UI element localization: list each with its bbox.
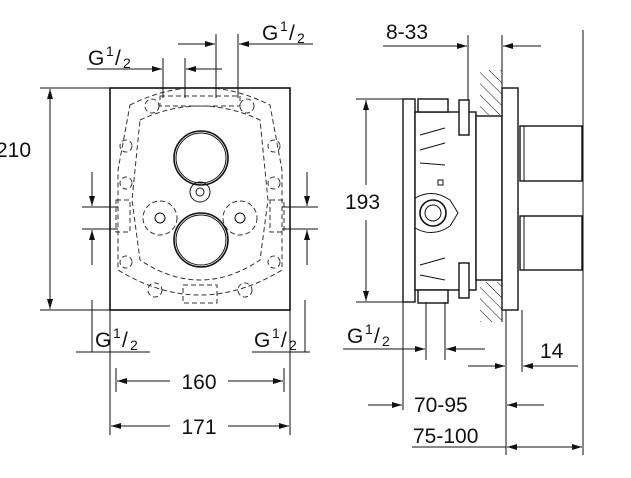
lower-nut [458, 262, 470, 299]
svg-text:/: / [289, 22, 295, 45]
svg-text:/: / [281, 329, 287, 352]
svg-text:/: / [122, 329, 128, 352]
inner-frame-outline [131, 105, 269, 281]
label-thread-bottom-left: G 1 / 2 [95, 325, 138, 353]
extension-sleeve [475, 115, 503, 281]
wall-hatch-bottom [480, 282, 502, 322]
lower-valve-circle [173, 212, 229, 268]
svg-text:2: 2 [297, 30, 305, 46]
svg-text:/: / [115, 47, 121, 70]
upper-valve-circle [173, 130, 229, 186]
outlet-port [419, 199, 447, 227]
dim-width-outer: 171 [181, 416, 216, 439]
svg-text:2: 2 [123, 55, 131, 71]
svg-text:G: G [347, 325, 363, 348]
svg-text:G: G [254, 329, 270, 352]
dim-height-side: 193 [345, 191, 380, 214]
label-thread-side: G 1 / 2 [347, 321, 390, 349]
svg-text:G: G [95, 329, 111, 352]
dim-install-depth-b: 75-100 [413, 425, 478, 448]
label-thread-bottom-right: G 1 / 2 [254, 325, 297, 353]
lower-handle [519, 215, 583, 271]
wall-hatch-top [480, 70, 502, 115]
dim-width-inner: 160 [181, 371, 216, 394]
valve-body [414, 111, 477, 291]
svg-text:2: 2 [130, 337, 138, 353]
mounting-frame-outline [117, 87, 283, 296]
dim-cover-offset: 14 [540, 340, 564, 363]
svg-text:1: 1 [113, 325, 121, 341]
right-port-circle [222, 200, 258, 236]
label-thread-top-left: G 1 / 2 [88, 43, 131, 71]
left-port-circle [142, 200, 178, 236]
label-thread-top-right: G 1 / 2 [262, 18, 305, 46]
svg-text:G: G [262, 22, 278, 45]
svg-text:1: 1 [280, 18, 288, 34]
upper-nut [458, 99, 470, 136]
cover-plate [501, 87, 519, 311]
front-view: 210 G 1 / 2 G 1 / 2 [0, 18, 318, 439]
dim-install-depth-a: 70-95 [414, 394, 468, 417]
svg-text:2: 2 [289, 337, 297, 353]
upper-handle [519, 125, 583, 182]
svg-text:1: 1 [106, 43, 114, 59]
svg-text:1: 1 [272, 325, 280, 341]
mounting-plate [402, 98, 416, 303]
svg-text:2: 2 [382, 333, 390, 349]
side-view: 193 8-33 G 1 / 2 14 70-95 [343, 21, 584, 455]
front-plate-outline [109, 87, 291, 311]
dim-height-front: 210 [0, 139, 31, 162]
svg-text:/: / [374, 325, 380, 348]
dim-wall-depth: 8-33 [386, 21, 428, 44]
svg-text:G: G [88, 47, 104, 70]
svg-text:1: 1 [365, 321, 373, 337]
center-port-circle [189, 181, 211, 203]
